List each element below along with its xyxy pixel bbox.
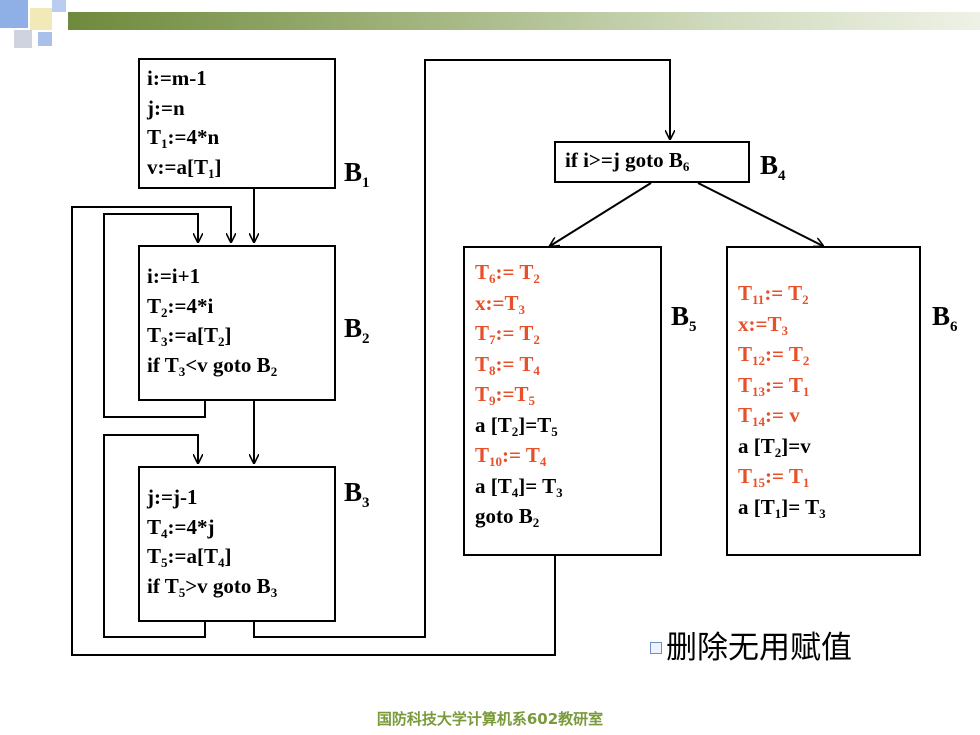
b2-code-line: i:=i+1 — [147, 264, 201, 288]
label-b6: B6 — [932, 301, 958, 335]
header-square-blue-large — [0, 0, 28, 28]
block-b4 — [554, 141, 750, 183]
bullet-square-icon — [650, 642, 662, 654]
block-b3 — [138, 466, 336, 622]
b1-code-line: i:=m-1 — [147, 66, 207, 90]
b5-code-line: x:=T3 — [475, 290, 525, 317]
b5-code-line: T8:= T4 — [475, 351, 540, 378]
edge-b4-b6 — [697, 182, 823, 246]
block-b1 — [138, 58, 336, 189]
b3-code-line: j:=j-1 — [147, 485, 198, 509]
b5-code-line: goto B2 — [475, 504, 540, 530]
b5-code-line: T7:= T2 — [475, 321, 540, 347]
header-square-blue-top — [52, 0, 66, 12]
label-b5: B5 — [671, 301, 697, 335]
b6-code-line: a [T2]=v — [738, 433, 811, 460]
b6-code-line: a [T1]= T3 — [738, 494, 826, 521]
edge-b5-b2 — [71, 206, 556, 656]
b1-code-line: v:=a[T1] — [147, 154, 222, 181]
note-remove-useless-assignments: 删除无用赋值 — [650, 622, 852, 667]
b2-code-line: T2:=4*i — [147, 293, 214, 320]
edge-b3-loop — [103, 434, 206, 638]
header-square-gray — [14, 30, 32, 48]
header-square-yellow — [30, 8, 52, 30]
b1-code-line: j:=n — [147, 95, 185, 120]
note-text: 删除无用赋值 — [666, 630, 852, 666]
b3-code-line: T5:=a[T4] — [147, 544, 232, 570]
b6-code-line: T11:= T2 — [738, 281, 809, 307]
header-square-blue-small — [38, 32, 52, 46]
b2-code-line: T3:=a[T2] — [147, 323, 232, 349]
b3-code-line: T4:=4*j — [147, 514, 215, 541]
edge-b4-b5 — [550, 182, 652, 246]
b6-code-line: T15:= T1 — [738, 464, 810, 490]
b5-code-line: T10:= T4 — [475, 443, 547, 469]
label-b2: B2 — [344, 313, 370, 347]
label-b3: B3 — [344, 477, 370, 511]
label-b1: B1 — [344, 157, 370, 191]
b6-code-line: T12:= T2 — [738, 342, 810, 368]
b5-code-line: a [T2]=T5 — [475, 412, 558, 439]
block-b5 — [463, 246, 662, 556]
b6-code-line: T14:= v — [738, 403, 800, 429]
b6-code-line: T13:= T1 — [738, 372, 810, 399]
code-b4: if i>=j goto B6 — [565, 146, 689, 176]
b5-code-line: T6:= T2 — [475, 260, 540, 286]
b5-code-line: T9:=T5 — [475, 382, 535, 408]
b6-code-line: x:=T3 — [738, 311, 788, 338]
b2-code-line: if T3<v goto B2 — [147, 352, 278, 379]
b5-code-line: a [T4]= T3 — [475, 473, 563, 500]
footer-credit: 国防科技大学计算机系602教研室 — [376, 710, 604, 728]
b1-code-line: T1:=4*n — [147, 125, 220, 151]
label-b4: B4 — [760, 150, 786, 184]
header-gradient-bar — [68, 12, 980, 30]
b4-code-line: if i>=j goto B6 — [565, 148, 690, 174]
block-b6 — [726, 246, 921, 556]
b3-code-line: if T5>v goto B3 — [147, 573, 278, 600]
edge-b3-b4 — [253, 59, 670, 638]
edge-b2-loop — [103, 213, 206, 418]
block-b2 — [138, 245, 336, 401]
